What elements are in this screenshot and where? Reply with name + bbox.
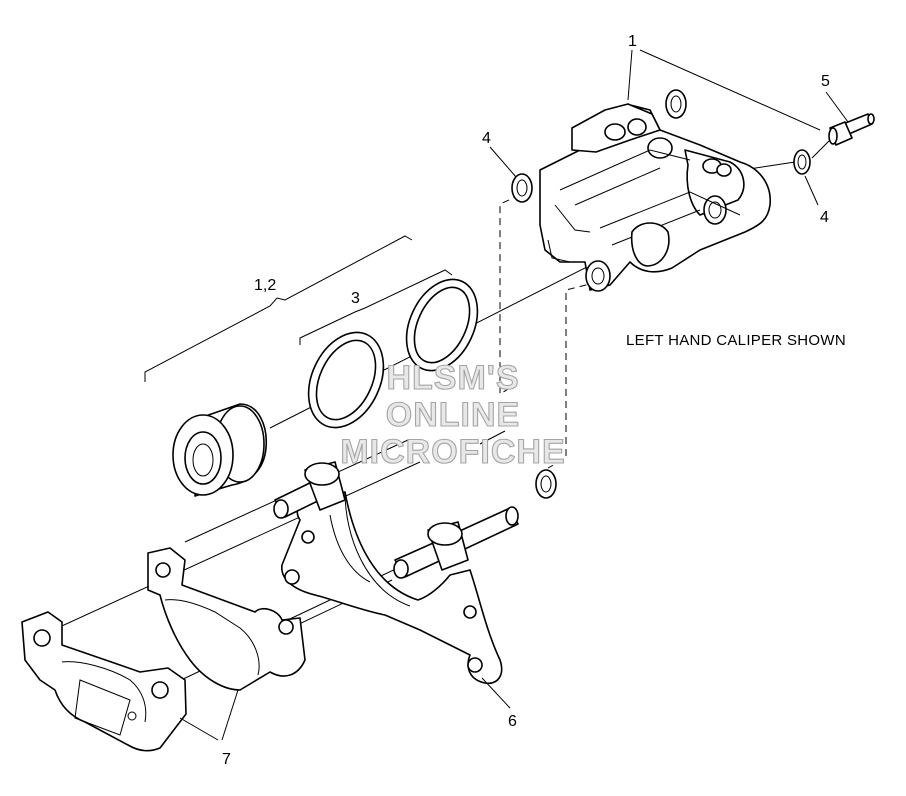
callout-4-right: 4: [820, 209, 829, 226]
dust-seal: [405, 278, 479, 372]
callout-leaders: [179, 49, 849, 741]
washer: [535, 469, 557, 499]
bracket-pin-upper: [273, 461, 346, 519]
callout-1-2: 1,2: [254, 277, 276, 294]
callout-6: 6: [508, 713, 517, 730]
bracket-pin-lower: [393, 506, 519, 579]
bleeder-screw: [828, 113, 875, 146]
caliper-body: [539, 103, 771, 292]
watermark-line-2: ONLINE: [386, 396, 520, 434]
watermark-line-1: HLSM'S: [386, 359, 519, 397]
callout-bracket-3: [299, 269, 453, 345]
callout-4-left: 4: [482, 130, 491, 147]
brake-pad-outer: [21, 611, 187, 752]
piston-seal: [307, 331, 385, 429]
watermark: HLSM'S ONLINE MICROFICHE: [340, 358, 565, 471]
callout-1: 1: [628, 33, 637, 50]
washer: [793, 149, 811, 175]
callout-3: 3: [351, 290, 360, 307]
callout-7: 7: [222, 751, 231, 768]
callouts: 1 1,2 3 4 4 5 6 7: [222, 33, 830, 768]
watermark-line-3: MICROFICHE: [340, 433, 565, 471]
caliper-bracket: [281, 491, 503, 685]
callout-5: 5: [821, 73, 830, 90]
piston: [172, 403, 268, 497]
washer: [511, 173, 533, 203]
washer: [665, 89, 687, 119]
callout-bracket-1-2: [144, 235, 413, 382]
caliper-side-note: LEFT HAND CALIPER SHOWN: [626, 332, 846, 349]
brake-pad-inner: [147, 547, 306, 691]
